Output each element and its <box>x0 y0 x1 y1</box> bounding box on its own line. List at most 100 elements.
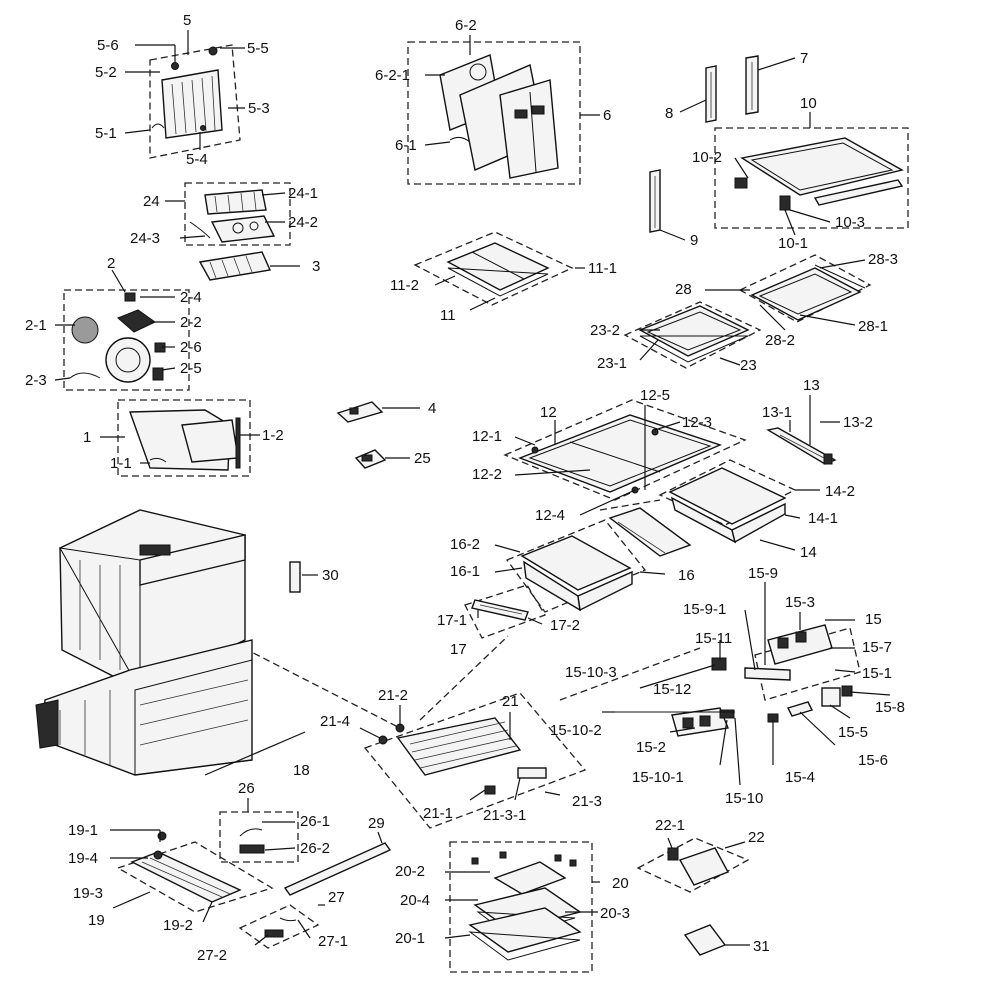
label-3: 3 <box>312 258 320 275</box>
label-5-1: 5-1 <box>95 125 117 142</box>
label-28: 28 <box>675 281 692 298</box>
label-13-2: 13-2 <box>843 414 873 431</box>
label-12-3: 12-3 <box>682 414 712 431</box>
part-5-evaporator <box>151 46 223 139</box>
label-15-6: 15-6 <box>858 752 888 769</box>
part-13-cover <box>766 427 837 465</box>
label-5-4: 5-4 <box>186 151 208 168</box>
label-5-2: 5-2 <box>95 64 117 81</box>
label-19-2: 19-2 <box>163 917 193 934</box>
label-6-2-1: 6-2-1 <box>375 67 410 84</box>
box-group-28 <box>738 254 872 323</box>
label-11-2: 11-2 <box>390 277 419 294</box>
label-19: 19 <box>88 912 105 929</box>
label-22: 22 <box>748 829 765 846</box>
label-20-4: 20-4 <box>400 892 430 909</box>
label-2-3: 2-3 <box>25 372 47 389</box>
guide-line-21 <box>184 617 401 729</box>
label-29: 29 <box>368 815 385 832</box>
label-4: 4 <box>428 400 436 417</box>
box-group-27 <box>238 904 320 949</box>
box-group-12 <box>503 399 747 501</box>
label-18: 18 <box>293 762 310 779</box>
guide-line-14 <box>599 499 661 511</box>
label-12-5: 12-5 <box>640 387 670 404</box>
box-group-20 <box>449 841 593 973</box>
label-21-2: 21-2 <box>378 687 408 704</box>
label-5-5: 5-5 <box>247 40 269 57</box>
box-group-6 <box>407 41 581 185</box>
guide-line-17 <box>419 635 509 721</box>
label-5-3: 5-3 <box>248 100 270 117</box>
label-15-10-3: 15-10-3 <box>565 664 617 681</box>
box-group-26 <box>219 811 299 863</box>
callout-labels: 5 5-5 5-6 5-2 5-3 5-1 5-4 6-2 6-2-1 6 6-… <box>25 12 905 964</box>
label-13-1: 13-1 <box>762 404 792 421</box>
label-27: 27 <box>328 889 345 906</box>
part-15-ice-maker-components <box>615 624 853 737</box>
box-group-19 <box>116 841 274 913</box>
part-19-drawer-rail <box>130 831 242 903</box>
box-group-16 <box>505 519 647 613</box>
box-group-23 <box>623 301 762 369</box>
part-16-drawer <box>520 535 633 612</box>
part-15-10-deflector <box>608 507 692 557</box>
part-17-strip <box>471 599 529 621</box>
leader-lines <box>54 30 891 946</box>
part-27-sensor <box>264 917 297 938</box>
label-9: 9 <box>690 232 698 249</box>
label-15-9: 15-9 <box>748 565 778 582</box>
label-28-1: 28-1 <box>858 318 888 335</box>
label-20-3: 20-3 <box>600 905 630 922</box>
label-2-2: 2-2 <box>180 314 202 331</box>
part-1-ice-bucket <box>129 409 241 471</box>
label-10-1: 10-1 <box>778 235 808 252</box>
label-1-1: 1-1 <box>110 455 132 472</box>
label-30: 30 <box>322 567 339 584</box>
label-11: 11 <box>440 307 456 324</box>
label-12-1: 12-1 <box>472 428 502 445</box>
label-5: 5 <box>183 12 191 29</box>
label-28-2: 28-2 <box>765 332 795 349</box>
label-10-3: 10-3 <box>835 214 865 231</box>
label-1-2: 1-2 <box>262 427 284 444</box>
label-10: 10 <box>800 95 817 112</box>
part-26-switch <box>239 828 265 854</box>
label-17-2: 17-2 <box>550 617 580 634</box>
label-11-1: 11-1 <box>588 260 617 277</box>
label-15-5: 15-5 <box>838 724 868 741</box>
label-20: 20 <box>612 875 629 892</box>
label-15-8: 15-8 <box>875 699 905 716</box>
label-6-2: 6-2 <box>455 17 477 34</box>
box-group-10 <box>714 127 909 229</box>
label-5-6: 5-6 <box>97 37 119 54</box>
part-7-8-9-rails <box>649 55 759 233</box>
label-12-4: 12-4 <box>535 507 565 524</box>
label-27-2: 27-2 <box>197 947 227 964</box>
label-15-3: 15-3 <box>785 594 815 611</box>
box-group-24 <box>184 182 291 246</box>
label-24-1: 24-1 <box>288 185 318 202</box>
label-16-2: 16-2 <box>450 536 480 553</box>
label-26: 26 <box>238 780 255 797</box>
label-2-5: 2-5 <box>180 360 202 377</box>
label-6-1: 6-1 <box>395 137 417 154</box>
label-8: 8 <box>665 105 673 122</box>
part-22-bin <box>667 847 729 886</box>
label-2-4: 2-4 <box>180 289 202 306</box>
label-15-11: 15-11 <box>695 630 732 647</box>
label-20-2: 20-2 <box>395 863 425 880</box>
label-15-7: 15-7 <box>862 639 892 656</box>
part-20-drawer <box>468 851 582 961</box>
box-group-2 <box>63 289 190 391</box>
part-2-fan-motor <box>69 292 166 383</box>
box-group-1 <box>117 399 251 477</box>
part-11-shelf <box>446 242 550 297</box>
label-1: 1 <box>83 429 91 446</box>
part-6-fan-cover <box>439 54 559 179</box>
label-10-2: 10-2 <box>692 149 722 166</box>
guide-lines <box>184 499 701 729</box>
label-15-10-1: 15-10-1 <box>632 769 684 786</box>
label-27-1: 27-1 <box>318 933 348 950</box>
